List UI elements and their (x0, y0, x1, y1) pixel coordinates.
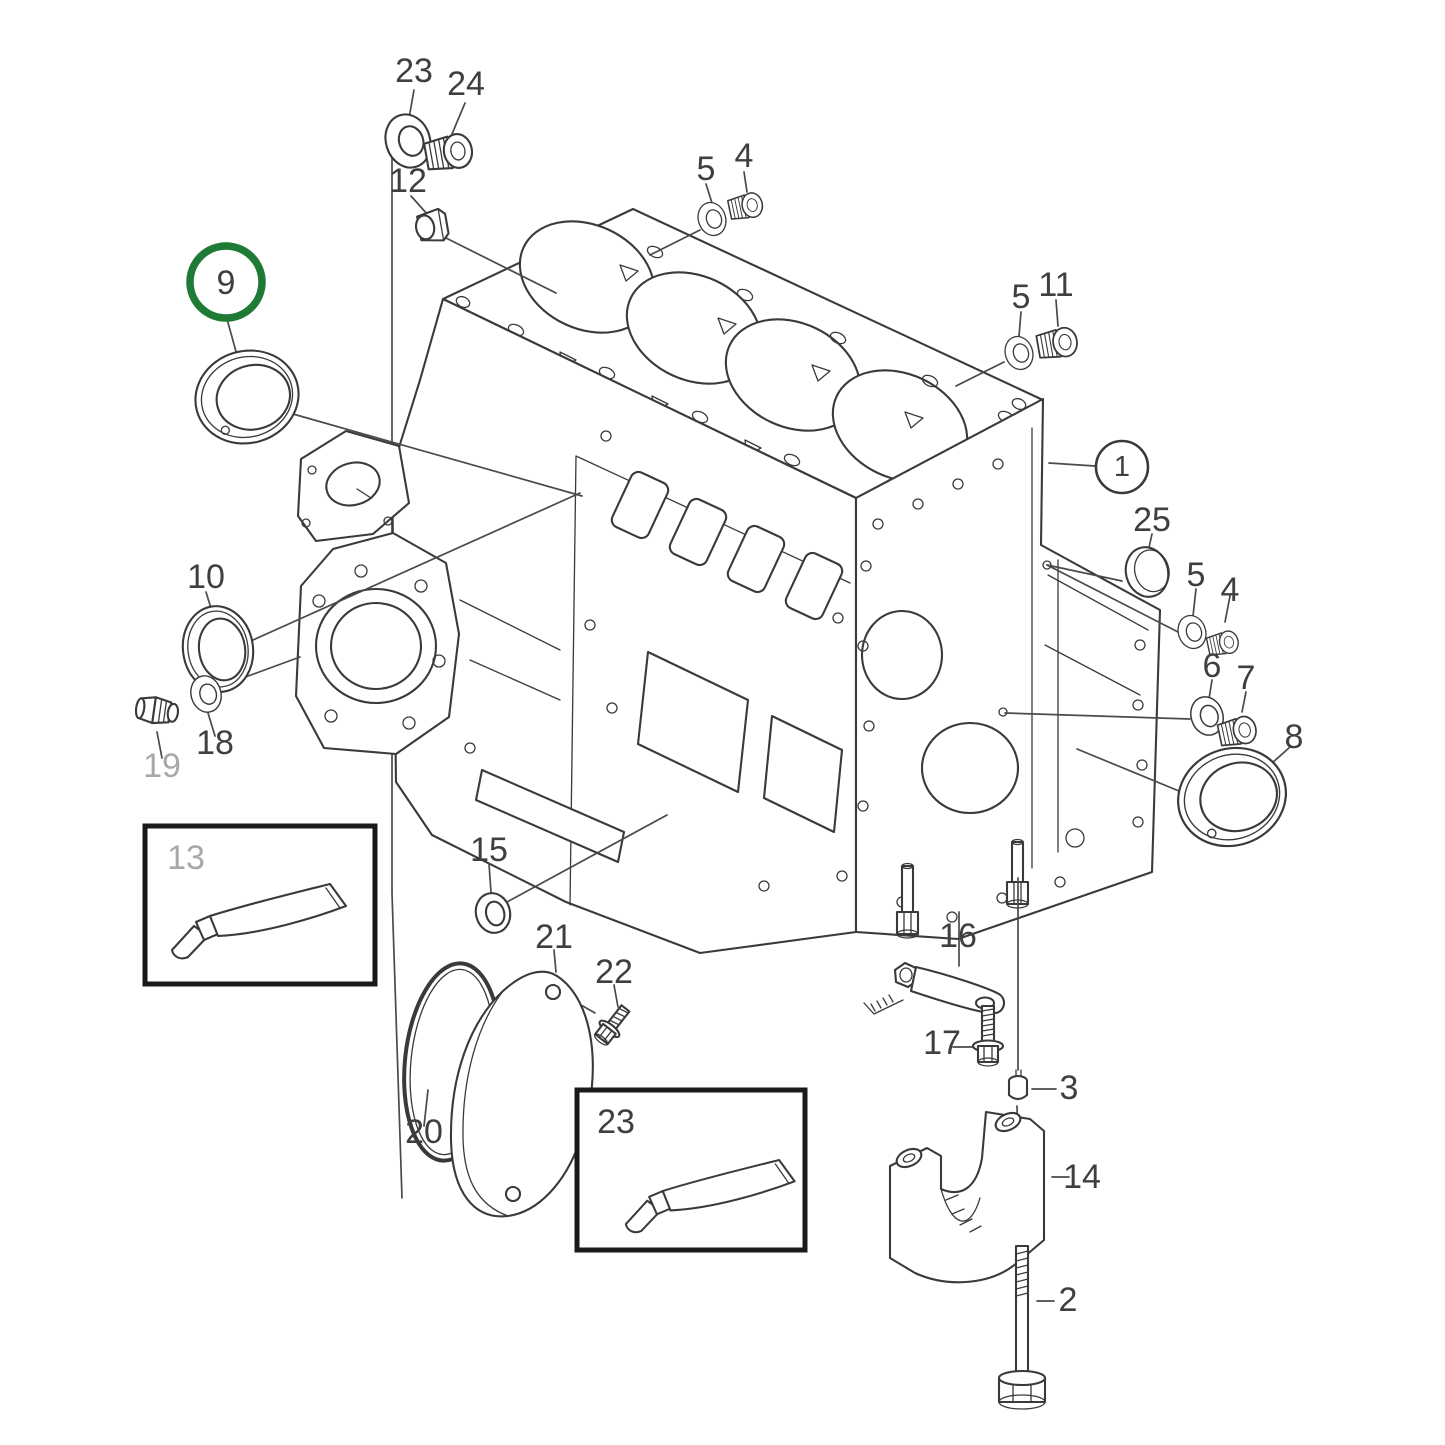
leader-4-lower (1224, 595, 1231, 623)
callout-label-21[interactable]: 21 (535, 918, 573, 956)
callout-labels: 23 24 12 5 4 5 11 9 1 25 5 4 6 7 8 10 18… (143, 52, 1303, 1319)
leader-5-top (649, 183, 713, 256)
part-14-bearing-cap (888, 1110, 1046, 1284)
cylinder-bores (518, 220, 969, 483)
inset-box-13 (142, 823, 378, 987)
part-4-plug-top (726, 190, 766, 223)
leader-5-lower (1046, 564, 1197, 634)
callout-label-16[interactable]: 16 (939, 917, 977, 955)
callout-label-13-box[interactable]: 13 (167, 839, 205, 877)
part-22-bolt (593, 1004, 631, 1046)
callout-label-23-top[interactable]: 23 (395, 52, 433, 90)
part-17-bolt (971, 1004, 1005, 1067)
part-8-bearing-ring (1163, 731, 1301, 863)
left-upper-flange (296, 429, 411, 543)
leader-7 (1241, 691, 1247, 713)
part-2-bolt (997, 1244, 1047, 1410)
left-round-flange (294, 531, 461, 756)
callout-label-8[interactable]: 8 (1285, 718, 1304, 756)
callout-label-11[interactable]: 11 (1038, 266, 1073, 304)
part-3-nut (1007, 1069, 1029, 1101)
callout-label-4-lower[interactable]: 4 (1221, 571, 1240, 609)
part-15-sealing-ring (474, 892, 512, 934)
callout-label-24[interactable]: 24 (447, 65, 485, 103)
inset-box-23 (574, 1087, 808, 1253)
part-11-plug (1034, 324, 1081, 362)
block-studs (895, 838, 1030, 939)
block-right-face (854, 397, 1162, 941)
engine-block-drawing (294, 133, 1162, 1199)
callout-label-6[interactable]: 6 (1203, 647, 1222, 685)
leader-20 (423, 1089, 429, 1127)
part-12-plug (414, 207, 450, 242)
front-face-openings (459, 430, 848, 892)
leader-12 (410, 195, 557, 294)
leader-5-right (955, 311, 1022, 387)
callout-label-5-top[interactable]: 5 (697, 150, 716, 188)
highlight-circle-part-9[interactable] (186, 242, 266, 322)
callout-label-17[interactable]: 17 (923, 1024, 961, 1062)
callout-label-1[interactable]: 1 (1114, 451, 1130, 483)
right-face-features (857, 427, 1149, 923)
callout-label-15[interactable]: 15 (470, 831, 508, 869)
part-19-plug (134, 696, 180, 725)
callout-label-14[interactable]: 14 (1063, 1158, 1101, 1196)
callout-label-5-right[interactable]: 5 (1012, 278, 1031, 316)
part-5-sealing-ring-top (693, 198, 731, 240)
part-10-bearing-ring (181, 605, 255, 693)
leader-22 (613, 984, 619, 1008)
callout-label-7[interactable]: 7 (1237, 659, 1256, 697)
part-9-bearing-ring (183, 337, 311, 457)
part-24-plug (422, 130, 476, 175)
leader-4-top (743, 171, 748, 193)
callout-label-19[interactable]: 19 (143, 747, 181, 785)
callout-label-18[interactable]: 18 (196, 724, 234, 762)
callout-label-9[interactable]: 9 (217, 264, 236, 302)
leader-lines (156, 89, 1291, 1302)
callout-label-22[interactable]: 22 (595, 953, 633, 991)
leader-11 (1055, 299, 1059, 327)
callout-label-10[interactable]: 10 (187, 558, 225, 596)
leader-1 (1048, 462, 1096, 467)
callout-label-23-box[interactable]: 23 (597, 1103, 635, 1141)
part-25-cup-plug (1124, 546, 1170, 598)
leader-15 (488, 814, 668, 903)
callout-label-25[interactable]: 25 (1133, 501, 1171, 539)
reference-circle-part-1[interactable] (1094, 439, 1150, 495)
leader-6 (1004, 679, 1213, 720)
part-21-cover-plate (449, 970, 594, 1218)
part-5-sealing-ring-right (1000, 332, 1038, 374)
callout-label-20[interactable]: 20 (405, 1113, 443, 1151)
callout-label-3[interactable]: 3 (1060, 1069, 1079, 1107)
callout-label-12[interactable]: 12 (389, 162, 427, 200)
callout-label-2[interactable]: 2 (1059, 1281, 1078, 1319)
callout-label-5-lower[interactable]: 5 (1187, 556, 1206, 594)
leader-24 (451, 102, 466, 135)
leader-19 (156, 731, 163, 759)
callout-label-4-top[interactable]: 4 (735, 137, 754, 175)
